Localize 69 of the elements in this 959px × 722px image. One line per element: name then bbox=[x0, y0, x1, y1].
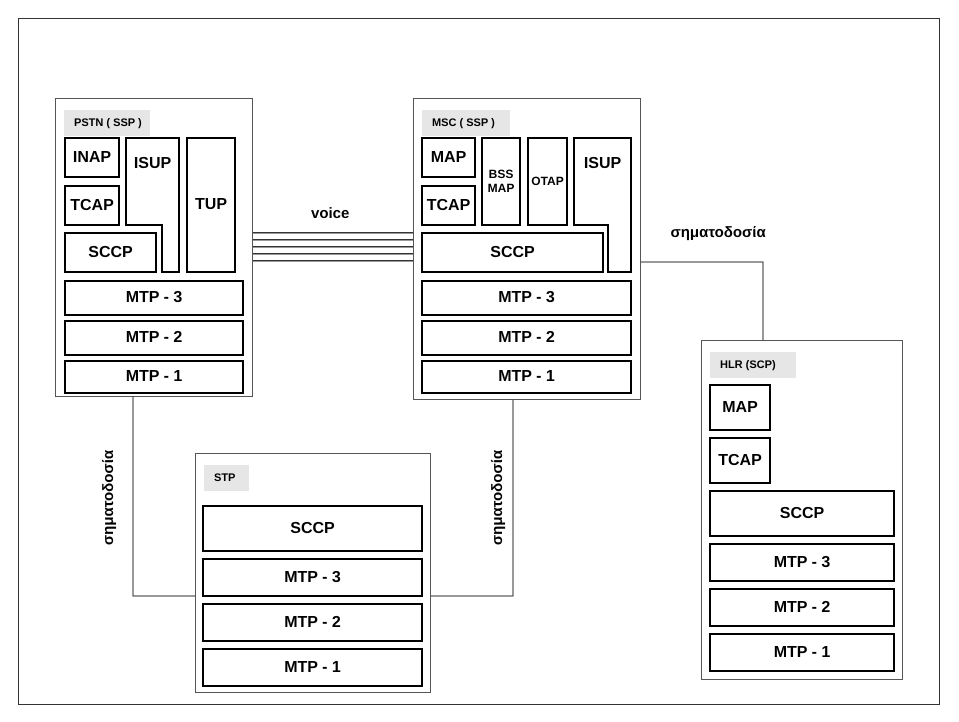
layer-label: MTP - 1 bbox=[126, 368, 182, 386]
element-title: STP bbox=[204, 465, 249, 491]
layer-label: ISUP bbox=[134, 155, 172, 173]
network-element-panel bbox=[701, 340, 903, 680]
protocol-layer-box bbox=[64, 360, 244, 394]
layer-label: TCAP bbox=[718, 452, 762, 470]
protocol-layer-box bbox=[709, 490, 895, 537]
protocol-layer-box bbox=[709, 588, 895, 627]
layer-label: SCCP bbox=[290, 520, 335, 538]
layer-label: MAP bbox=[722, 398, 758, 416]
layer-label: TCAP bbox=[426, 196, 470, 214]
protocol-layer-box bbox=[421, 137, 476, 178]
layer-label: MTP - 2 bbox=[498, 329, 555, 347]
network-element-panel bbox=[55, 98, 253, 397]
edge-label: σηματοδοσία bbox=[488, 447, 506, 547]
protocol-layer-box bbox=[421, 185, 476, 226]
layer-label: MTP - 3 bbox=[284, 568, 341, 586]
layer-label: INAP bbox=[72, 148, 112, 166]
layer-label: SCCP bbox=[490, 244, 535, 262]
layer-label: SCCP bbox=[88, 244, 133, 262]
protocol-layer-box bbox=[64, 320, 244, 356]
protocol-layer-box bbox=[709, 543, 895, 582]
signalling-link bbox=[430, 400, 514, 596]
protocol-layer-box bbox=[709, 633, 895, 672]
layer-label: MTP - 3 bbox=[498, 289, 555, 307]
protocol-layer-box bbox=[64, 232, 157, 273]
layer-label: MTP - 1 bbox=[774, 644, 830, 662]
protocol-layer-box bbox=[202, 603, 423, 642]
element-title: PSTN ( SSP ) bbox=[64, 110, 150, 136]
protocol-layer-box bbox=[573, 137, 632, 273]
layer-label: MTP - 2 bbox=[774, 598, 830, 616]
layer-label: ISUP bbox=[584, 155, 622, 173]
protocol-layer-box bbox=[481, 137, 521, 226]
layer-label: MTP - 1 bbox=[284, 658, 341, 676]
layer-label: MTP - 3 bbox=[126, 289, 182, 307]
layer-label: SCCP bbox=[780, 504, 824, 522]
layer-label: BSS MAP bbox=[486, 168, 516, 195]
layer-label: OTAP bbox=[531, 174, 564, 188]
protocol-layer-box bbox=[421, 360, 632, 394]
protocol-layer-box bbox=[64, 280, 244, 316]
signalling-link bbox=[640, 262, 764, 340]
protocol-layer-box bbox=[64, 137, 120, 178]
protocol-layer-box bbox=[186, 137, 236, 273]
protocol-layer-box bbox=[709, 437, 771, 484]
voice-trunk-lines bbox=[253, 232, 413, 262]
edge-label: σηματοδοσία bbox=[668, 224, 768, 240]
protocol-layer-box bbox=[202, 558, 423, 597]
signalling-link bbox=[132, 396, 196, 596]
layer-label: MTP - 2 bbox=[126, 329, 182, 347]
protocol-layer-box bbox=[202, 648, 423, 687]
network-element-panel bbox=[413, 98, 641, 400]
layer-label: MTP - 1 bbox=[498, 368, 555, 386]
edge-label: σηματοδοσία bbox=[100, 447, 117, 547]
protocol-layer-box bbox=[64, 185, 120, 226]
protocol-layer-box bbox=[421, 232, 604, 273]
layer-label: MAP bbox=[430, 148, 466, 166]
layer-label: TCAP bbox=[70, 196, 114, 214]
protocol-layer-box bbox=[421, 280, 632, 316]
layer-label: MTP - 2 bbox=[284, 614, 341, 632]
edge-label: voice bbox=[309, 204, 352, 222]
protocol-layer-box bbox=[709, 384, 771, 431]
element-title: MSC ( SSP ) bbox=[422, 110, 510, 136]
layer-label: TUP bbox=[195, 196, 227, 214]
layer-label: MTP - 3 bbox=[774, 554, 830, 572]
network-element-panel bbox=[195, 453, 431, 693]
protocol-layer-box bbox=[421, 320, 632, 356]
element-title: HLR (SCP) bbox=[710, 352, 796, 378]
protocol-layer-box bbox=[202, 505, 423, 552]
protocol-layer-box bbox=[527, 137, 568, 226]
